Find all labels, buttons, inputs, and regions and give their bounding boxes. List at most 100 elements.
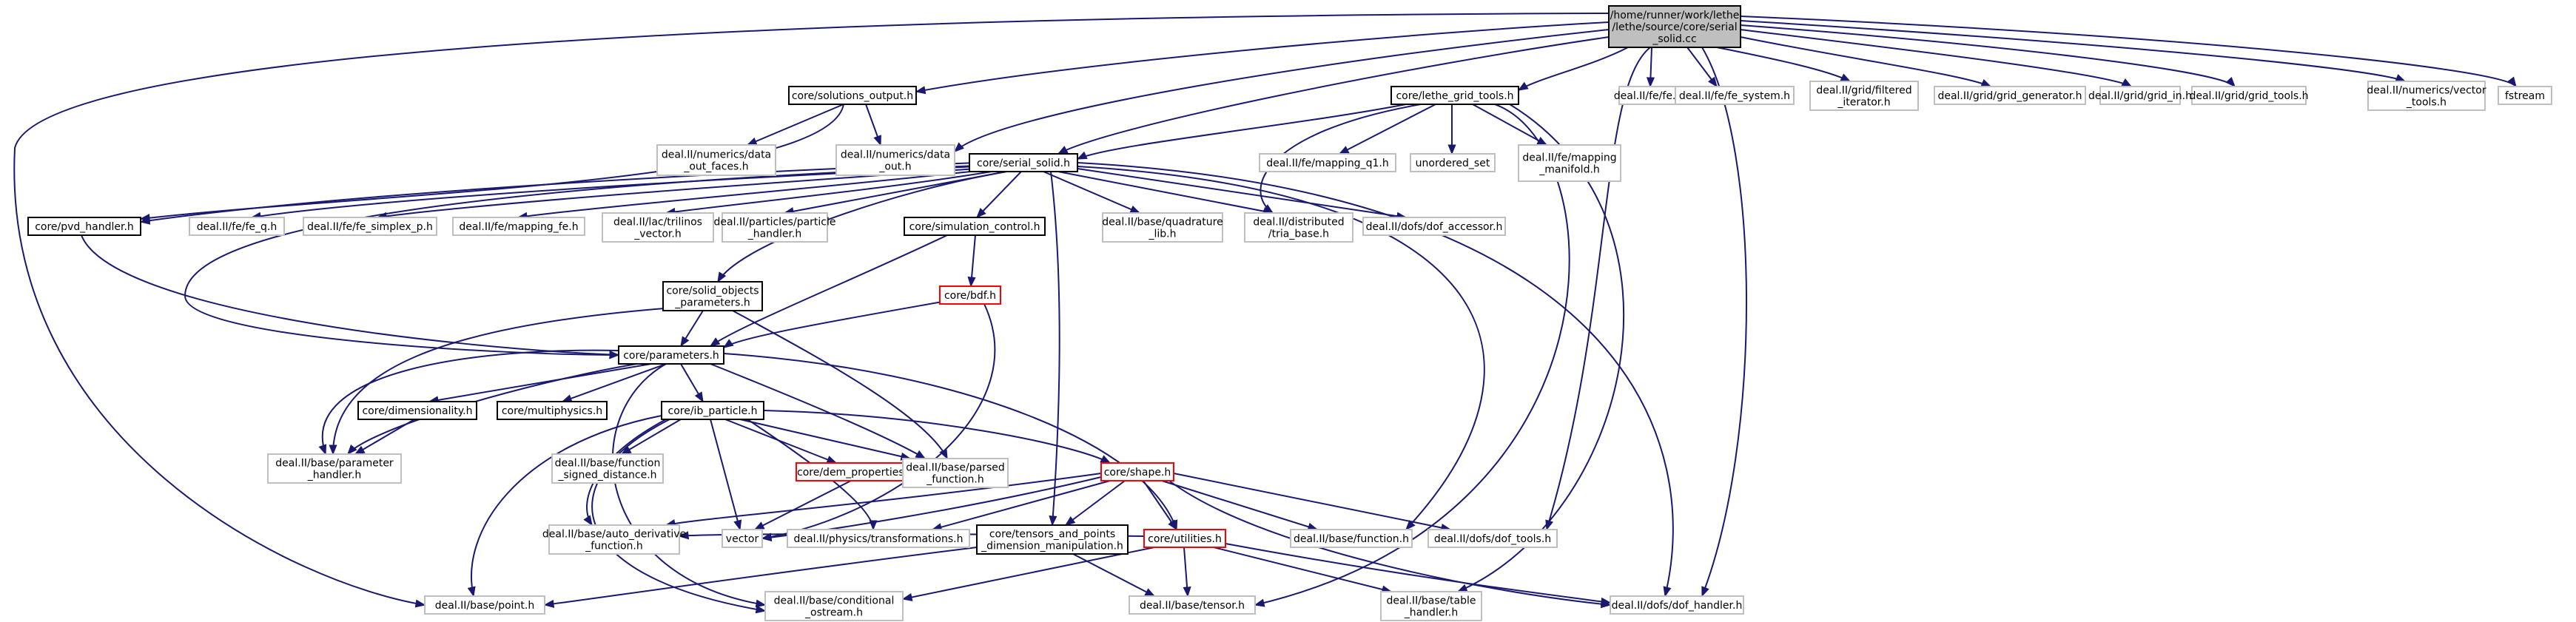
node-label: core/solid_objects_parameters.h: [666, 285, 759, 309]
edge-root-to-dof_handler: [1701, 47, 1747, 598]
node-parameter-handler: deal.II/base/parameter_handler.h: [267, 453, 402, 484]
node-simulation-control[interactable]: core/simulation_control.h: [904, 217, 1046, 236]
node-label: core/dimensionality.h: [362, 405, 472, 417]
node-label: deal.II/fe/fe.h: [1614, 90, 1683, 102]
node-bdf[interactable]: core/bdf.h: [939, 285, 1001, 305]
edge-root-to-grid_tools: [1517, 47, 1629, 91]
node-grid-tools[interactable]: core/lethe_grid_tools.h: [1390, 86, 1519, 105]
node-label: deal.II/grid/grid_in.h: [2088, 90, 2192, 102]
edge-serial_solid-to-base_function: [1077, 166, 1485, 531]
node-box: [1100, 462, 1174, 481]
node-solutions-output[interactable]: core/solutions_output.h: [788, 86, 917, 105]
node-fe-simplex: deal.II/fe/fe_simplex_p.h: [303, 217, 437, 236]
node-tensors-points[interactable]: core/tensors_and_points_dimension_manipu…: [976, 524, 1129, 555]
edge-parameters-to-dimensionality: [428, 363, 652, 405]
node-label: deal.II/base/quadrature_lib.h: [1102, 217, 1223, 240]
node-box: [1518, 144, 1621, 182]
edge-parameters-to-utilities: [723, 353, 1178, 531]
edge-dimensionality-to-parameter_handler: [354, 419, 415, 455]
edge-ib_particle-to-function_signed: [620, 419, 682, 455]
node-box: [1618, 86, 1678, 105]
edge-root-to-fe_system: [1686, 47, 1718, 88]
edge-parameters-to-parsed_function: [710, 363, 927, 459]
edge-parameters-to-conditional_ostream: [611, 363, 767, 608]
node-serial-solid[interactable]: core/serial_solid.h: [969, 153, 1078, 172]
node-label: core/serial_solid.h: [977, 158, 1070, 169]
node-utilities[interactable]: core/utilities.h: [1143, 529, 1226, 548]
node-mapping-fe: deal.II/fe/mapping_fe.h: [452, 217, 585, 236]
edge-bdf-to-parameters: [722, 299, 955, 348]
node-label: vector: [726, 533, 759, 545]
node-ib-particle[interactable]: core/ib_particle.h: [661, 401, 764, 420]
edge-root-to-grid_grid_tools: [1740, 24, 2236, 88]
node-label: unordered_set: [1416, 158, 1490, 169]
node-box: [788, 86, 917, 105]
node-box: [969, 153, 1078, 172]
node-box: [357, 401, 477, 420]
node-label: deal.II/grid/grid_generator.h: [1937, 90, 2082, 102]
node-trilinos-vector: deal.II/lac/trilinos_vector.h: [602, 212, 714, 243]
edge-dem_properties-to-vector: [753, 480, 852, 530]
node-dimensionality[interactable]: core/dimensionality.h: [357, 401, 477, 420]
edge-root-to-dof_tools: [1545, 47, 1651, 531]
node-box: [2099, 86, 2181, 105]
node-solid-objects[interactable]: core/solid_objects_parameters.h: [662, 281, 763, 311]
node-unordered-set: unordered_set: [1410, 153, 1496, 172]
node-grid-grid-tools: deal.II/grid/grid_tools.h: [2189, 86, 2309, 105]
edge-ib_particle-to-vector: [710, 419, 742, 531]
edge-shape-to-dof_handler: [1168, 480, 1612, 609]
edge-utilities-to-conditional_ostream: [901, 547, 1155, 601]
edge-root-to-vector_tools: [1740, 20, 2407, 82]
node-label: deal.II/fe/mapping_manifold.h: [1522, 152, 1616, 176]
edge-root-to-fe_fe: [1646, 47, 1655, 88]
node-label: deal.II/physics/transformations.h: [794, 533, 964, 545]
node-function-signed: deal.II/base/function_signed_distance.h: [551, 453, 664, 484]
edge-root-to-fstream: [1740, 16, 2517, 88]
node-box: [1290, 529, 1413, 548]
node-box: [2367, 81, 2486, 111]
node-shape[interactable]: core/shape.h: [1100, 462, 1174, 481]
node-label: core/bdf.h: [944, 290, 996, 302]
node-label: deal.II/base/function.h: [1294, 533, 1409, 545]
node-transformations: deal.II/physics/transformations.h: [787, 529, 970, 548]
node-label: deal.II/fe/fe_q.h: [197, 221, 277, 233]
node-grid-in: deal.II/grid/grid_in.h: [2088, 86, 2192, 105]
node-box: [548, 524, 680, 555]
node-mapping-q1: deal.II/fe/mapping_q1.h: [1259, 153, 1396, 172]
node-box: [424, 595, 545, 615]
node-tria-base: deal.II/distributed/tria_base.h: [1244, 212, 1353, 243]
edge-pvd_handler-to-parameters: [81, 234, 620, 359]
node-pvd-handler[interactable]: core/pvd_handler.h: [27, 217, 141, 236]
edge-root-to-grid_in: [1740, 29, 2133, 87]
node-data-out: deal.II/numerics/data_out.h: [835, 144, 955, 176]
edge-bdf-to-vector: [761, 303, 996, 541]
edge-solid_objects-to-parsed_function: [732, 310, 948, 460]
node-box: [661, 401, 764, 420]
node-box: [939, 285, 1001, 305]
node-dem-properties[interactable]: core/dem_properties.h: [796, 462, 915, 481]
node-tensor: deal.II/base/tensor.h: [1129, 595, 1256, 615]
node-box: [1427, 529, 1558, 548]
edge-serial_solid-to-dof_accessor: [1077, 168, 1408, 220]
node-label: core/ib_particle.h: [668, 405, 758, 417]
node-label: deal.II/particles/particle_handler.h: [713, 217, 835, 240]
node-label: /home/runner/work/lethe/lethe/source/cor…: [1610, 10, 1740, 45]
edge-simulation_control-to-bdf: [967, 234, 976, 288]
file-nodes: /home/runner/work/lethe/lethe/source/cor…: [27, 5, 2552, 621]
node-label: core/dem_properties.h: [797, 467, 914, 479]
edge-utilities-to-table_handler: [1213, 547, 1393, 594]
node-label: deal.II/base/table_handler.h: [1387, 595, 1476, 619]
node-label: deal.II/base/tensor.h: [1140, 600, 1245, 612]
node-box: [497, 401, 608, 420]
edge-serial_solid-to-tensors_points: [1049, 171, 1060, 527]
edge-shape-to-transformations: [931, 480, 1111, 532]
node-label: deal.II/fe/fe_system.h: [1679, 90, 1790, 102]
node-box: [1380, 591, 1482, 621]
node-multiphysics[interactable]: core/multiphysics.h: [497, 401, 608, 420]
edge-shape-to-tensors_points: [1064, 480, 1126, 526]
node-box: [1362, 217, 1506, 236]
node-mapping-manifold: deal.II/fe/mapping_manifold.h: [1518, 144, 1621, 182]
node-vector: vector: [722, 529, 763, 548]
node-parameters[interactable]: core/parameters.h: [618, 345, 724, 365]
node-root[interactable]: /home/runner/work/lethe/lethe/source/cor…: [1608, 5, 1741, 48]
